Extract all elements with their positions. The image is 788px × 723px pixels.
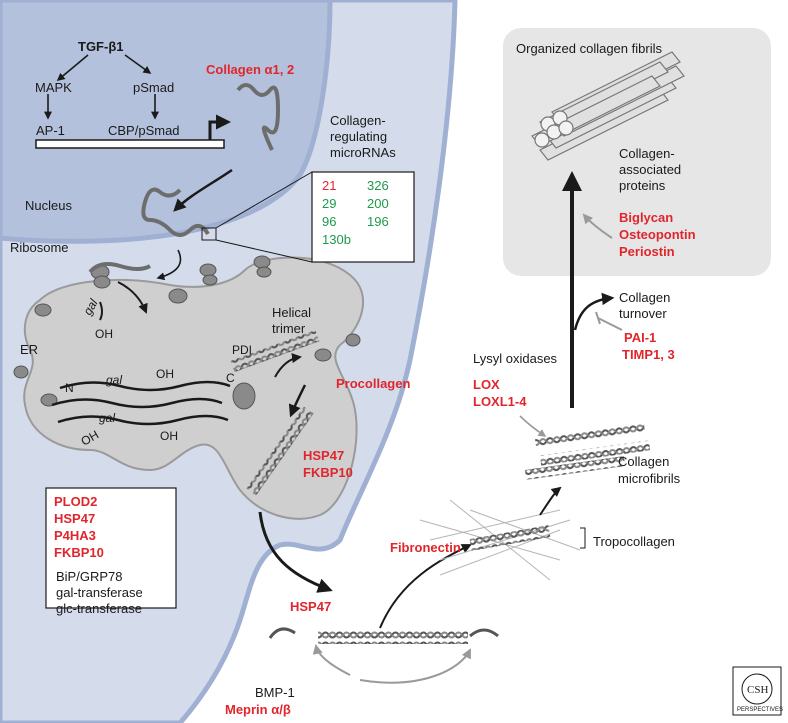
er-box-hsp47: HSP47 — [54, 511, 95, 526]
logo-text-1: CSH — [747, 684, 768, 696]
mirna-label-3: microRNAs — [330, 145, 396, 160]
organized-fibril-bundle — [531, 51, 685, 161]
mirna-21: 21 — [322, 178, 336, 193]
turnover-label-1: Collagen — [619, 290, 670, 305]
tropocollagen-fibril — [469, 525, 551, 551]
er-box-bip: BiP/GRP78 — [56, 569, 122, 584]
csh-logo — [732, 666, 782, 716]
extracellular-procollagen — [318, 630, 468, 644]
mirna-130b: 130b — [322, 232, 351, 247]
assoc-label-2: associated — [619, 162, 681, 177]
cbp-label: CBP/pSmad — [108, 123, 180, 138]
mirna-29: 29 — [322, 196, 336, 211]
pdi-label: PDI — [232, 343, 252, 357]
microfibrils-label-1: Collagen — [618, 454, 669, 469]
collagen-microfibrils — [524, 422, 651, 480]
turnover-label-2: turnover — [619, 306, 667, 321]
tgf-label: TGF-β1 — [78, 39, 124, 54]
osteopontin-label: Osteopontin — [619, 227, 696, 242]
mirna-box — [311, 171, 415, 263]
er-box-gal-transferase: gal-transferase — [56, 585, 143, 600]
n-terminus-label: N — [65, 381, 74, 395]
ribosome-label: Ribosome — [10, 240, 69, 255]
oh-label-1: OH — [95, 327, 113, 341]
periostin-label: Periostin — [619, 244, 675, 259]
transcription-start-arrow — [208, 114, 231, 140]
biglycan-label: Biglycan — [619, 210, 673, 225]
lysyl-label: Lysyl oxidases — [473, 351, 558, 366]
mrna-cytoplasm — [141, 187, 210, 237]
er-box-p4ha3: P4HA3 — [54, 528, 96, 543]
assoc-label-1: Collagen- — [619, 146, 675, 161]
mirna-326: 326 — [367, 178, 389, 193]
assoc-label-3: proteins — [619, 178, 666, 193]
helical-label-2: trimer — [272, 321, 306, 336]
mapk-label: MAPK — [35, 80, 72, 95]
er-box-plod2: PLOD2 — [54, 494, 97, 509]
er-label: ER — [20, 342, 38, 357]
mirna-zoom-box — [201, 227, 217, 241]
mirna-196: 196 — [367, 214, 389, 229]
fibronectin-label: Fibronectin — [390, 540, 461, 555]
lox-label: LOX — [473, 377, 500, 392]
oh-label-4: OH — [160, 429, 178, 443]
microfibrils-label-2: microfibrils — [618, 471, 681, 486]
gal-label-3: gal — [99, 411, 115, 425]
hsp47-out-label: HSP47 — [290, 599, 331, 614]
er-box-fkbp10: FKBP10 — [54, 545, 104, 560]
er-enzyme-box — [45, 487, 177, 609]
mirna-96: 96 — [322, 214, 336, 229]
logo-text-2: PERSPECTIVES — [737, 707, 783, 713]
collagen-genes-label: Collagen α1, 2 — [206, 62, 294, 77]
gal-label-2: gal — [106, 373, 122, 387]
tropocollagen-label: Tropocollagen — [593, 534, 675, 549]
pai1-label: PAI-1 — [624, 330, 656, 345]
dna-promoter — [35, 139, 225, 149]
mirna-label-1: Collagen- — [330, 113, 386, 128]
ap1-label: AP-1 — [36, 123, 65, 138]
hsp47-er-label: HSP47 — [303, 448, 344, 463]
mirna-label-2: regulating — [330, 129, 387, 144]
c-terminus-label: C — [226, 371, 235, 385]
mirna-200: 200 — [367, 196, 389, 211]
procollagen-molecule — [246, 406, 314, 496]
helical-trimer — [230, 329, 320, 373]
pdi-enzyme — [232, 382, 256, 410]
bmp1-label: BMP-1 — [255, 685, 295, 700]
nucleus-label: Nucleus — [25, 198, 72, 213]
helical-label-1: Helical — [272, 305, 311, 320]
fkbp10-er-label: FKBP10 — [303, 465, 353, 480]
oh-label-2: OH — [156, 367, 174, 381]
collagen-mrna — [236, 83, 281, 151]
organized-label: Organized collagen fibrils — [516, 41, 662, 56]
procollagen-label: Procollagen — [336, 376, 410, 391]
er-box-glc-transferase: glc-transferase — [56, 601, 142, 616]
psmad-label: pSmad — [133, 80, 174, 95]
loxl-label: LOXL1-4 — [473, 394, 527, 409]
meprin-label: Meprin α/β — [225, 702, 291, 717]
timp-label: TIMP1, 3 — [622, 347, 675, 362]
